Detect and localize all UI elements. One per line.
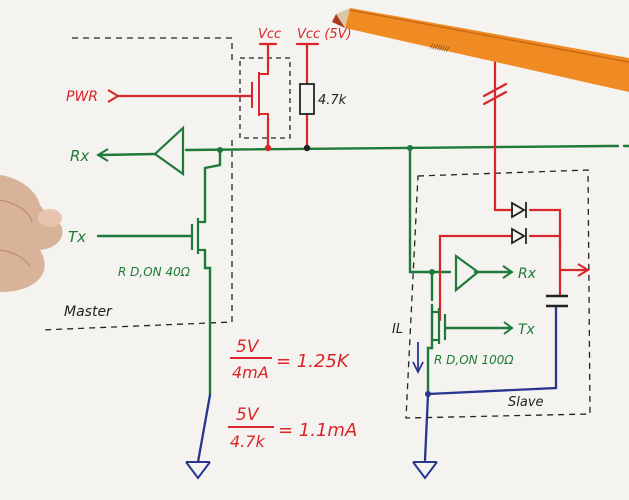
pwr-label: PWR xyxy=(66,89,98,105)
slave-box xyxy=(405,169,591,419)
vcc-left-label: Vcc xyxy=(258,27,281,42)
master-box xyxy=(41,37,233,331)
slave-rx-label: Rx xyxy=(518,266,537,282)
slave-rdon-label: R D,ON 100Ω xyxy=(434,353,514,367)
power-wiring xyxy=(116,42,587,322)
slave-rx-amplifier-symbol xyxy=(454,253,480,293)
master-rx-amplifier-symbol xyxy=(153,125,185,177)
pwr-mosfet-symbol xyxy=(251,70,269,118)
vcc-right-label: Vcc (5V) xyxy=(297,27,352,42)
eq1-numerator: 5V xyxy=(236,337,260,357)
slave-tx-label: Tx xyxy=(518,322,536,338)
bus-wiring xyxy=(96,144,629,397)
resistor-4k7 xyxy=(299,83,315,115)
master-rx-arrow-symbol xyxy=(96,148,109,162)
slave-rx-arrow-symbol xyxy=(502,265,514,279)
eq1-result: = 1.25K xyxy=(276,351,350,372)
eq2-numerator: 5V xyxy=(236,405,260,425)
resistor-label: 4.7k xyxy=(318,93,347,108)
master-tx-label: Tx xyxy=(68,228,86,246)
capacitor-symbol xyxy=(546,294,568,308)
master-label: Master xyxy=(64,304,113,320)
ground-wiring xyxy=(196,306,558,464)
pwr-fet-box xyxy=(239,57,291,139)
master-rx-label: Rx xyxy=(70,147,89,165)
slave-tx-arrow-symbol xyxy=(503,321,514,335)
pwr-arrow-symbol xyxy=(107,89,120,103)
master-mosfet-symbol xyxy=(190,218,205,254)
svg-text:////////: //////// xyxy=(430,42,451,54)
ground-symbol xyxy=(185,461,438,480)
eq2-denominator: 4.7k xyxy=(230,432,265,451)
slave-out-arrow-symbol xyxy=(577,263,590,277)
slave-label: Slave xyxy=(508,395,544,410)
eq2-result: = 1.1mA xyxy=(278,420,357,441)
master-rdon-label: R D,ON 40Ω xyxy=(118,265,191,279)
slave-mosfet-symbol xyxy=(432,308,447,344)
junction-dots xyxy=(217,144,435,397)
il-label: IL xyxy=(392,322,403,337)
equation-bars xyxy=(228,357,274,428)
il-current-arrow-symbol xyxy=(412,342,424,375)
pen-icon: //////// xyxy=(332,8,629,92)
diode-symbol xyxy=(511,201,527,245)
hand-icon xyxy=(0,175,63,292)
eq1-denominator: 4mA xyxy=(232,363,269,382)
